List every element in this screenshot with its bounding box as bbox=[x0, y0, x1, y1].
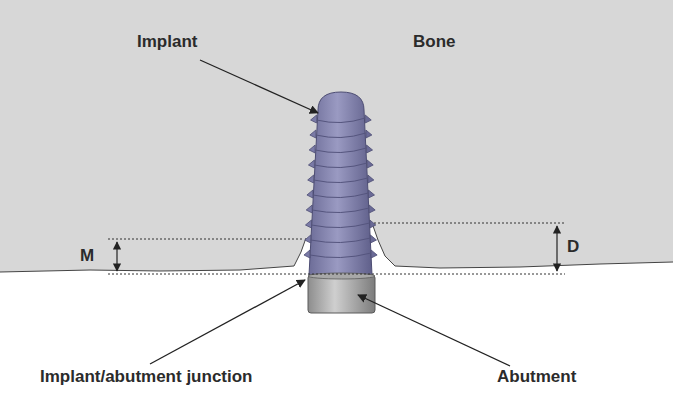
thread-groove bbox=[311, 223, 369, 228]
thread-groove bbox=[310, 253, 371, 258]
thread-tooth bbox=[371, 250, 377, 258]
thread-tooth bbox=[367, 160, 373, 168]
thread-groove bbox=[316, 133, 366, 138]
m-top-guide bbox=[108, 239, 304, 240]
thread-tooth bbox=[366, 130, 372, 138]
thread-tooth bbox=[307, 190, 313, 198]
abutment-body bbox=[308, 275, 375, 313]
thread-groove bbox=[311, 238, 371, 243]
baseline-guide bbox=[108, 274, 565, 275]
junction-leader bbox=[150, 280, 305, 364]
implant-threads bbox=[304, 115, 377, 258]
thread-tooth bbox=[306, 205, 312, 213]
thread-tooth bbox=[368, 175, 374, 183]
d-top-guide bbox=[374, 223, 565, 224]
thread-groove bbox=[312, 208, 369, 213]
thread-tooth bbox=[308, 175, 314, 183]
part-label: Implant bbox=[137, 33, 197, 52]
implant-body bbox=[309, 92, 372, 275]
thread-tooth bbox=[367, 145, 373, 153]
thread-tooth bbox=[305, 220, 311, 228]
thread-tooth bbox=[365, 115, 371, 123]
thread-groove bbox=[317, 118, 366, 123]
thread-tooth bbox=[370, 235, 376, 243]
abutment-leader bbox=[358, 295, 510, 366]
thread-tooth bbox=[310, 130, 316, 138]
thread-tooth bbox=[304, 250, 310, 258]
part-label: Abutment bbox=[497, 368, 576, 387]
thread-tooth bbox=[309, 145, 315, 153]
thread-groove bbox=[314, 178, 368, 183]
implant-leader bbox=[200, 60, 318, 113]
thread-tooth bbox=[305, 235, 311, 243]
m-dimension-arrow bbox=[116, 242, 117, 271]
thread-tooth bbox=[311, 115, 317, 123]
region-label: Bone bbox=[413, 33, 456, 52]
thread-groove bbox=[313, 193, 369, 198]
thread-tooth bbox=[369, 205, 375, 213]
thread-tooth bbox=[308, 160, 314, 168]
thread-tooth bbox=[370, 220, 376, 228]
dimension-label: D bbox=[567, 238, 579, 257]
d-dimension-arrow bbox=[556, 226, 557, 271]
part-label: Implant/abutment junction bbox=[40, 368, 253, 387]
dimension-label: M bbox=[80, 247, 94, 266]
thread-groove bbox=[315, 148, 366, 153]
thread-tooth bbox=[369, 190, 375, 198]
thread-groove bbox=[314, 163, 367, 168]
